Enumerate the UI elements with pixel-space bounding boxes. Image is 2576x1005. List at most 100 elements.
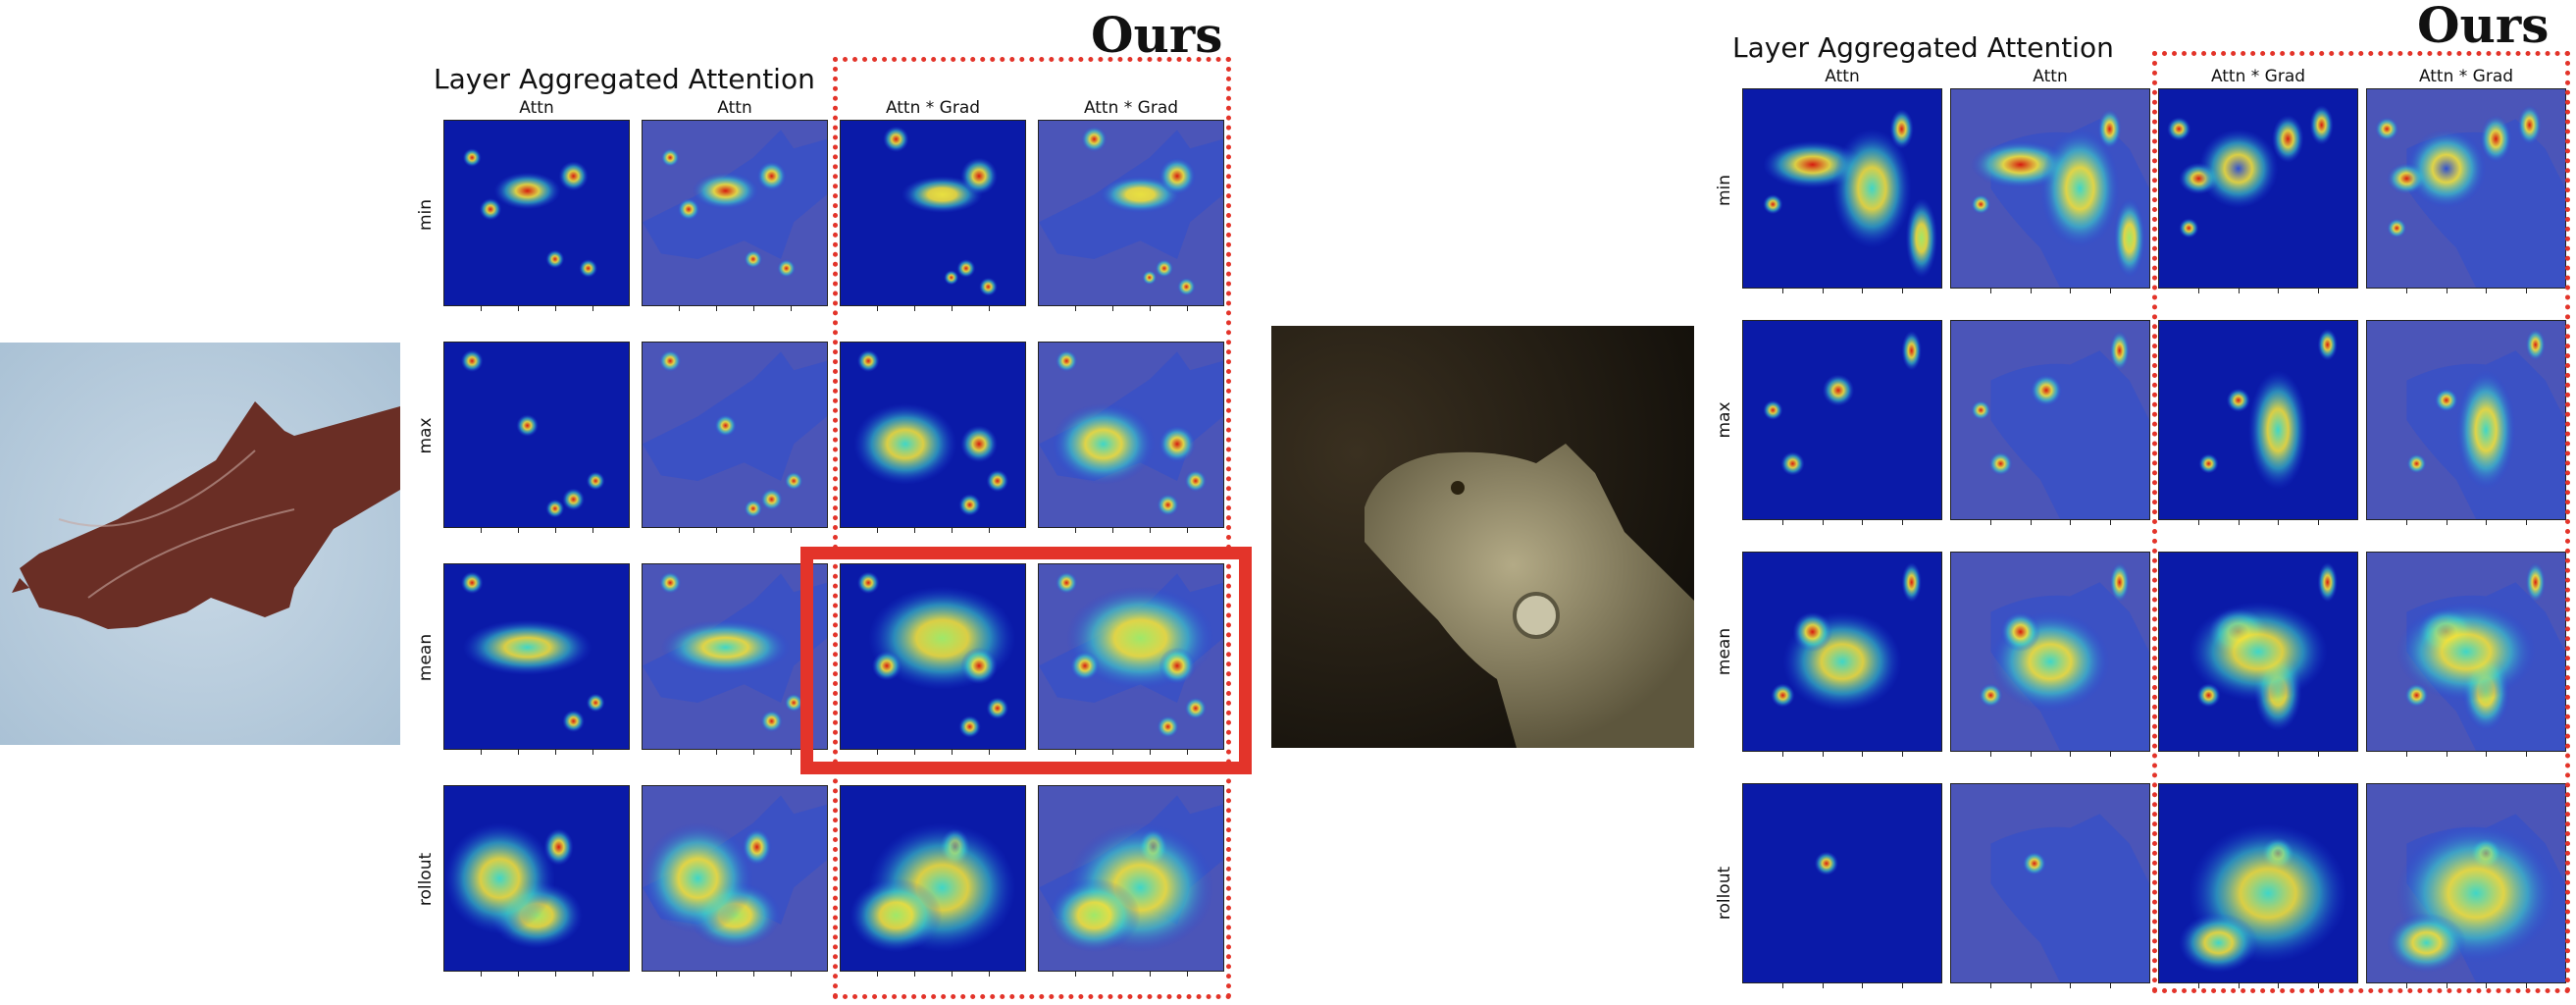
right-heatmap-r3-c2 — [1950, 552, 2150, 752]
axis-tick — [1862, 983, 1864, 988]
axis-tick — [877, 972, 878, 977]
left-col-head-2: Attn — [717, 98, 752, 118]
axis-tick — [2278, 289, 2280, 293]
left-heatmap-r2-c2 — [642, 342, 828, 528]
left-heatmap-r3-c3 — [840, 563, 1026, 750]
axis-tick — [555, 750, 556, 755]
axis-tick — [914, 306, 915, 311]
axis-tick — [481, 528, 482, 533]
axis-tick — [1781, 983, 1783, 988]
axis-tick — [2278, 752, 2280, 757]
axis-tick — [679, 306, 680, 311]
axis-tick — [1902, 752, 1904, 757]
right-col-head-3: Attn * Grad — [2210, 67, 2306, 86]
axis-tick — [2030, 520, 2032, 525]
right-heatmap-r3-c1 — [1742, 552, 1942, 752]
axis-tick — [2486, 289, 2488, 293]
axis-tick — [2278, 520, 2280, 525]
right-col-head-2: Attn — [2033, 67, 2068, 86]
axis-tick — [2030, 289, 2032, 293]
axis-tick — [1075, 306, 1076, 311]
axis-tick — [952, 750, 953, 755]
axis-tick — [1112, 306, 1113, 311]
axis-tick — [2110, 983, 2112, 988]
axis-tick — [2110, 752, 2112, 757]
axis-tick — [2070, 289, 2072, 293]
axis-tick — [1781, 752, 1783, 757]
right-heatmap-r2-c4 — [2366, 320, 2566, 520]
axis-tick — [716, 972, 717, 977]
right-heatmap-r1-c4 — [2366, 88, 2566, 289]
left-heatmap-r4-c4 — [1038, 785, 1224, 972]
axis-tick — [753, 528, 754, 533]
axis-tick — [2110, 520, 2112, 525]
axis-tick — [1781, 520, 1783, 525]
right-heatmap-r1-c1 — [1742, 88, 1942, 289]
left-heatmap-r2-c4 — [1038, 342, 1224, 528]
axis-tick — [989, 750, 990, 755]
axis-tick — [877, 306, 878, 311]
right-row-head-rollout: rollout — [1715, 866, 1734, 921]
axis-tick — [1862, 752, 1864, 757]
axis-tick — [1822, 983, 1824, 988]
axis-tick — [481, 306, 482, 311]
right-heatmap-r4-c4 — [2366, 783, 2566, 983]
axis-tick — [877, 750, 878, 755]
axis-tick — [791, 750, 792, 755]
axis-tick — [791, 972, 792, 977]
axis-tick — [1902, 520, 1904, 525]
right-heatmap-r1-c3 — [2158, 88, 2358, 289]
axis-tick — [2238, 752, 2240, 757]
axis-tick — [679, 528, 680, 533]
left-row-head-min: min — [416, 198, 436, 232]
right-col-head-4: Attn * Grad — [2418, 67, 2514, 86]
axis-tick — [2238, 520, 2240, 525]
axis-tick — [679, 972, 680, 977]
shark-source-image — [0, 343, 400, 745]
left-col-head-1: Attn — [519, 98, 554, 118]
axis-tick — [2405, 752, 2407, 757]
axis-tick — [1862, 520, 1864, 525]
axis-tick — [592, 306, 593, 311]
axis-tick — [2030, 983, 2032, 988]
right-row-head-max: max — [1715, 401, 1734, 439]
right-heatmap-r4-c3 — [2158, 783, 2358, 983]
axis-tick — [2318, 983, 2320, 988]
axis-tick — [914, 972, 915, 977]
axis-tick — [592, 972, 593, 977]
axis-tick — [1112, 750, 1113, 755]
axis-tick — [2197, 983, 2199, 988]
right-heatmap-r1-c2 — [1950, 88, 2150, 289]
axis-tick — [1781, 289, 1783, 293]
axis-tick — [2030, 752, 2032, 757]
axis-tick — [679, 750, 680, 755]
axis-tick — [1822, 752, 1824, 757]
axis-tick — [2110, 289, 2112, 293]
left-heatmap-r4-c1 — [443, 785, 630, 972]
axis-tick — [1989, 289, 1991, 293]
axis-tick — [1150, 528, 1151, 533]
axis-tick — [2318, 289, 2320, 293]
left-ours-label: Ours — [1091, 6, 1223, 64]
axis-tick — [1187, 972, 1188, 977]
axis-tick — [2278, 983, 2280, 988]
left-row-head-rollout: rollout — [416, 852, 436, 907]
axis-tick — [2070, 983, 2072, 988]
axis-tick — [1112, 528, 1113, 533]
axis-tick — [1989, 752, 1991, 757]
right-heatmap-r2-c3 — [2158, 320, 2358, 520]
left-row-head-mean: mean — [416, 633, 436, 682]
axis-tick — [518, 750, 519, 755]
left-heatmap-r3-c4 — [1038, 563, 1224, 750]
axis-tick — [2486, 752, 2488, 757]
axis-tick — [481, 972, 482, 977]
axis-tick — [1150, 972, 1151, 977]
axis-tick — [753, 306, 754, 311]
axis-tick — [1150, 750, 1151, 755]
axis-tick — [1150, 306, 1151, 311]
axis-tick — [952, 972, 953, 977]
axis-tick — [2526, 520, 2528, 525]
axis-tick — [1075, 528, 1076, 533]
left-heatmap-r1-c1 — [443, 120, 630, 306]
axis-tick — [2197, 752, 2199, 757]
